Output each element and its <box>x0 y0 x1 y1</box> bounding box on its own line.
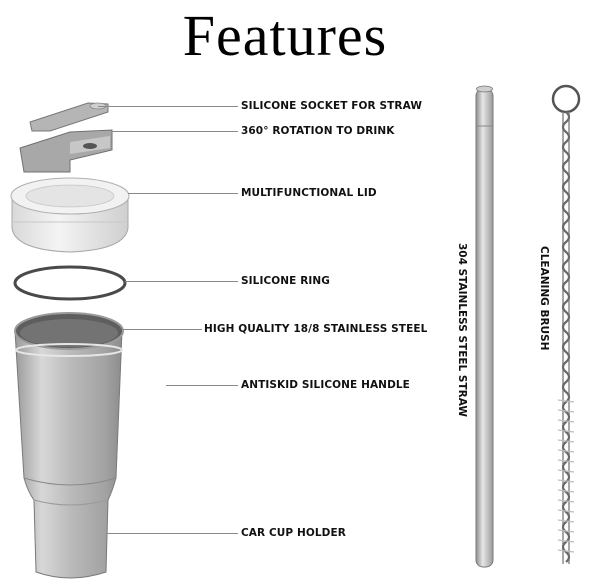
leader-handle <box>166 385 238 386</box>
label-silicone-socket: SILICONE SOCKET FOR STRAW <box>241 100 423 112</box>
label-silicone-ring: SILICONE RING <box>241 275 331 287</box>
leader-ring <box>125 281 238 282</box>
leader-steel <box>122 329 202 330</box>
rotation-part <box>19 129 113 173</box>
label-lid: MULTIFUNCTIONAL LID <box>241 187 377 199</box>
brush-part <box>551 84 581 564</box>
label-rotation: 360° ROTATION TO DRINK <box>241 125 395 137</box>
leader-lid <box>128 193 238 194</box>
silicone-socket-part <box>29 102 109 132</box>
silicone-ring-part <box>13 265 127 301</box>
label-handle: ANTISKID SILICONE HANDLE <box>241 379 410 391</box>
leader-holder <box>106 533 238 534</box>
leader-rotation <box>112 131 238 132</box>
lid-part <box>10 177 130 253</box>
label-stainless-steel: HIGH QUALITY 18/8 STAINLESS STEEL <box>204 323 428 335</box>
label-cup-holder: CAR CUP HOLDER <box>241 527 346 539</box>
leader-socket <box>98 106 238 107</box>
page-title: Features <box>182 3 388 68</box>
label-brush: CLEANING BRUSH <box>538 246 550 351</box>
label-straw: 304 STAINLESS STEEL STRAW <box>456 243 468 417</box>
straw-part <box>475 85 494 568</box>
tumbler-body <box>14 312 124 579</box>
